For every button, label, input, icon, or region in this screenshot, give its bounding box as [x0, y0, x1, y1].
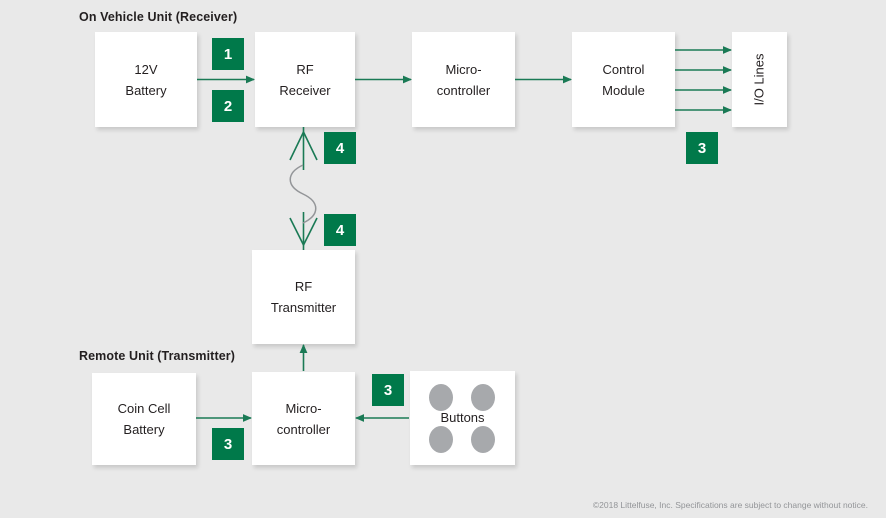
badge-1[interactable]: 1	[212, 38, 244, 70]
rf-wave	[289, 164, 317, 224]
badge-3-buttons[interactable]: 3	[372, 374, 404, 406]
box-buttons[interactable]: Buttons	[410, 371, 515, 465]
box-control-module[interactable]: Control Module	[572, 32, 675, 127]
box-microcontroller-remote[interactable]: Micro- controller	[252, 372, 355, 465]
box-coin-cell-battery-line2: Battery	[123, 422, 165, 437]
badge-3-control[interactable]: 3	[686, 132, 718, 164]
box-12v-battery[interactable]: 12V Battery	[95, 32, 197, 127]
button-dot-top-left[interactable]	[429, 384, 453, 411]
section-title-vehicle: On Vehicle Unit (Receiver)	[79, 10, 238, 24]
box-rf-transmitter-line2: Transmitter	[270, 300, 337, 315]
footer-copyright: ©2018 Littelfuse, Inc. Specifications ar…	[592, 500, 868, 510]
section-title-remote: Remote Unit (Transmitter)	[79, 349, 235, 363]
box-microcontroller-remote-line1: Micro-	[285, 400, 322, 416]
box-coin-cell-battery-line1: Coin Cell	[117, 401, 171, 416]
badge-4-upper[interactable]: 4	[324, 132, 356, 164]
box-coin-cell-battery[interactable]: Coin Cell Battery	[92, 373, 196, 465]
box-io-lines[interactable]: I/O Lines	[732, 32, 787, 127]
box-microcontroller-vehicle-line1: Micro-	[445, 61, 482, 77]
box-io-lines-label: I/O Lines	[752, 53, 767, 106]
box-buttons-label: Buttons	[440, 410, 485, 425]
box-rf-transmitter[interactable]: RF Transmitter	[252, 250, 355, 344]
antenna-transmitter	[289, 212, 318, 250]
antenna-receiver	[289, 127, 318, 170]
box-rf-receiver[interactable]: RF Receiver	[255, 32, 355, 127]
button-dot-bottom-right[interactable]	[471, 426, 495, 453]
button-dot-top-right[interactable]	[471, 384, 495, 411]
box-12v-battery-line1: 12V	[134, 61, 158, 77]
box-rf-transmitter-line1: RF	[294, 279, 313, 294]
box-microcontroller-remote-line2: controller	[276, 421, 331, 437]
box-rf-receiver-line1: RF	[296, 61, 314, 77]
button-dot-bottom-left[interactable]	[429, 426, 453, 453]
box-microcontroller-vehicle-line2: controller	[436, 82, 491, 98]
box-rf-receiver-line2: Receiver	[279, 82, 331, 98]
badge-3-coin-cell[interactable]: 3	[212, 428, 244, 460]
badge-2[interactable]: 2	[212, 90, 244, 122]
box-12v-battery-line2: Battery	[125, 82, 167, 98]
badge-4-lower[interactable]: 4	[324, 214, 356, 246]
box-microcontroller-vehicle[interactable]: Micro- controller	[412, 32, 515, 127]
box-control-module-line1: Control	[602, 61, 645, 77]
box-control-module-line2: Module	[602, 82, 645, 98]
